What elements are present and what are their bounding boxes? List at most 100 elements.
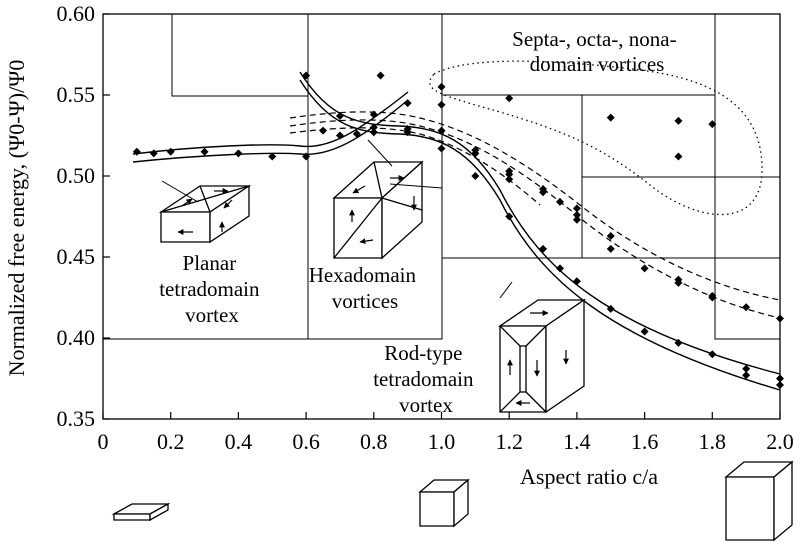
hexa-pointer-line-1 — [367, 139, 393, 167]
x-tick-label: 1.0 — [428, 429, 456, 454]
data-point — [674, 116, 683, 125]
planar-cube-illustration — [158, 184, 252, 244]
data-point — [403, 99, 412, 108]
x-axis: 0 0.2 0.4 0.6 0.8 1.0 1.2 1.4 1.6 1.8 2.0 — [98, 412, 794, 454]
data-points — [132, 71, 784, 389]
x-tick-label: 0.8 — [360, 429, 388, 454]
data-point — [708, 120, 717, 129]
planar-label: Planar tetradomain vortex — [159, 251, 265, 327]
data-point — [674, 278, 683, 287]
data-point — [776, 380, 784, 389]
data-point — [708, 293, 717, 302]
data-point — [539, 188, 548, 197]
x-tick-label: 0 — [98, 429, 109, 454]
x-tick-label: 1.4 — [563, 429, 591, 454]
data-point — [606, 113, 615, 122]
data-point — [674, 152, 683, 161]
data-point — [335, 131, 344, 140]
data-point — [302, 152, 311, 161]
y-axis-title: Normalized free energy, (Ψ0-Ψ)/Ψ0 — [4, 60, 29, 377]
right-upper-cell — [581, 94, 716, 178]
data-point — [742, 364, 751, 373]
x-tick-label: 0.4 — [225, 429, 253, 454]
data-point — [606, 231, 615, 240]
data-point — [776, 374, 784, 383]
data-point — [640, 264, 649, 273]
data-point — [471, 149, 480, 158]
energy-curves — [132, 71, 781, 391]
rod-curve-upper — [299, 71, 781, 375]
dashed-curve-short — [289, 127, 541, 206]
data-point — [268, 152, 277, 161]
data-point — [742, 303, 751, 312]
rod-prism-illustration — [497, 298, 587, 414]
septa-octa-nona-label: Septa-, octa-, nona- domain vortices — [512, 27, 682, 76]
data-point — [539, 244, 548, 253]
x-tick-label: 2.0 — [766, 429, 794, 454]
data-point — [505, 212, 514, 221]
x-tick-label: 0.2 — [157, 429, 185, 454]
data-point — [555, 197, 564, 206]
upper-left-cell — [171, 13, 309, 97]
x-axis-title: Aspect ratio c/a — [520, 464, 658, 489]
data-point — [505, 170, 514, 179]
hexadomain-cube-arrows — [349, 175, 417, 245]
data-point — [319, 126, 328, 135]
data-point — [555, 264, 564, 273]
hexadomain-label: Hexadomain vortices — [309, 263, 422, 313]
rod-pointer-line — [499, 281, 513, 299]
data-point — [437, 144, 446, 153]
data-point — [352, 129, 361, 138]
data-point — [166, 147, 175, 156]
data-point — [149, 149, 158, 158]
hexadomain-cube-illustration — [332, 160, 424, 260]
data-point — [505, 94, 514, 103]
data-point — [674, 338, 683, 347]
data-point — [369, 123, 378, 132]
data-point — [640, 327, 649, 336]
hexa-pointer-line-2 — [389, 183, 443, 189]
y-tick-label: 0.55 — [57, 82, 96, 107]
higher-domain-enclosure — [429, 60, 763, 216]
data-point — [776, 314, 784, 323]
planar-cube-arrows — [177, 188, 233, 235]
data-point — [376, 71, 385, 80]
data-point — [572, 204, 581, 213]
data-point — [234, 149, 243, 158]
y-tick-label: 0.40 — [57, 325, 96, 350]
y-tick-label: 0.50 — [57, 163, 96, 188]
data-point — [505, 175, 514, 184]
x-tick-label: 0.6 — [292, 429, 320, 454]
y-tick-label: 0.45 — [57, 244, 96, 269]
data-point — [572, 215, 581, 224]
y-axis: 0.35 0.40 0.45 0.50 0.55 0.60 — [57, 1, 110, 431]
y-tick-label: 0.60 — [57, 1, 96, 26]
x-tick-label: 1.8 — [699, 429, 727, 454]
data-point — [132, 147, 141, 156]
data-point — [742, 371, 751, 380]
data-point — [606, 304, 615, 313]
data-point — [369, 128, 378, 137]
data-point — [572, 210, 581, 219]
data-point — [200, 147, 209, 156]
data-point — [437, 82, 446, 91]
data-point — [606, 244, 615, 253]
cube-illustration — [418, 478, 470, 528]
dashed-curve-lower — [289, 119, 781, 319]
center-cell — [441, 94, 583, 259]
data-point — [471, 172, 480, 180]
data-point — [403, 125, 412, 134]
planar-pointer-line — [161, 180, 199, 203]
tall-prism-illustration — [724, 460, 794, 542]
data-point — [437, 100, 446, 109]
x-tick-label: 1.2 — [495, 429, 523, 454]
data-point — [572, 277, 581, 286]
rod-curve-lower — [299, 79, 781, 391]
y-tick-label: 0.35 — [57, 406, 96, 431]
x-tick-label: 1.6 — [631, 429, 659, 454]
flat-plate-illustration — [111, 502, 171, 522]
rod-prism-arrows — [507, 310, 569, 406]
data-point — [437, 126, 446, 135]
rod-type-label: Rod-type tetradomain vortex — [373, 341, 479, 417]
